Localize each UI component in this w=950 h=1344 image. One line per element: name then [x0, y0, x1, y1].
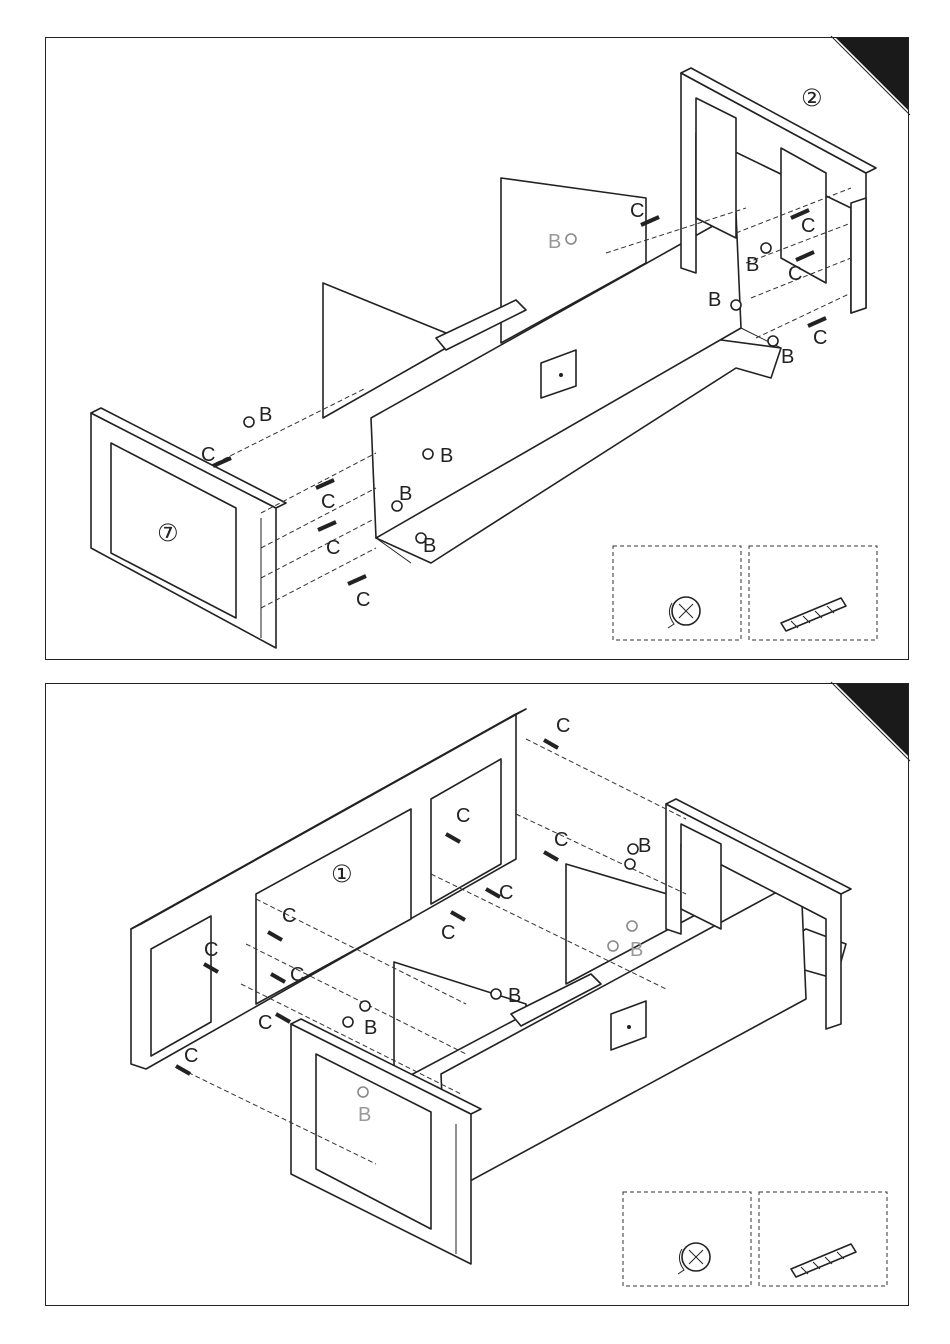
- hardware-box-dowel: [749, 546, 877, 640]
- label-c: C: [499, 882, 513, 904]
- assembly-diagram-top: ② ⑦ B B B B B B B B C C C C C C C C: [46, 38, 908, 659]
- label-c: C: [788, 263, 802, 285]
- label-b-hidden: B: [548, 231, 561, 253]
- part-number-1: ①: [331, 860, 353, 888]
- label-b: B: [781, 346, 794, 368]
- step-corner-tab: [836, 684, 908, 756]
- step-corner-tab: [836, 38, 908, 110]
- label-c: C: [258, 1012, 272, 1034]
- label-c: C: [321, 491, 335, 513]
- label-b: B: [440, 445, 453, 467]
- label-c: C: [326, 537, 340, 559]
- hardware-box-dowel: [759, 1192, 887, 1286]
- label-b: B: [364, 1017, 377, 1039]
- assembly-diagram-bottom: ① B B B B B C C C C C C C C C C: [46, 684, 908, 1305]
- label-b: B: [423, 535, 436, 557]
- label-b-hidden: B: [358, 1104, 371, 1126]
- label-c: C: [554, 829, 568, 851]
- label-b: B: [399, 483, 412, 505]
- hardware-box-cam-lock: [623, 1192, 751, 1286]
- part-number-7: ⑦: [157, 519, 179, 547]
- label-c: C: [204, 939, 218, 961]
- label-b: B: [638, 835, 651, 857]
- label-b: B: [508, 985, 521, 1007]
- label-c: C: [630, 200, 644, 222]
- label-b: B: [746, 254, 759, 276]
- label-c: C: [801, 215, 815, 237]
- label-c: C: [282, 905, 296, 927]
- label-b-hidden: B: [630, 939, 643, 961]
- label-b: B: [708, 289, 721, 311]
- label-b: B: [259, 404, 272, 426]
- assembly-step-panel-top: ② ⑦ B B B B B B B B C C C C C C C C: [45, 37, 909, 660]
- hardware-box-cam-lock: [613, 546, 741, 640]
- label-c: C: [556, 715, 570, 737]
- label-c: C: [290, 964, 304, 986]
- label-c: C: [813, 327, 827, 349]
- label-c: C: [201, 444, 215, 466]
- label-c: C: [441, 922, 455, 944]
- label-c: C: [356, 589, 370, 611]
- label-c: C: [184, 1045, 198, 1067]
- part-number-2: ②: [801, 84, 823, 112]
- assembly-step-panel-bottom: ① B B B B B C C C C C C C C C C: [45, 683, 909, 1306]
- label-c: C: [456, 805, 470, 827]
